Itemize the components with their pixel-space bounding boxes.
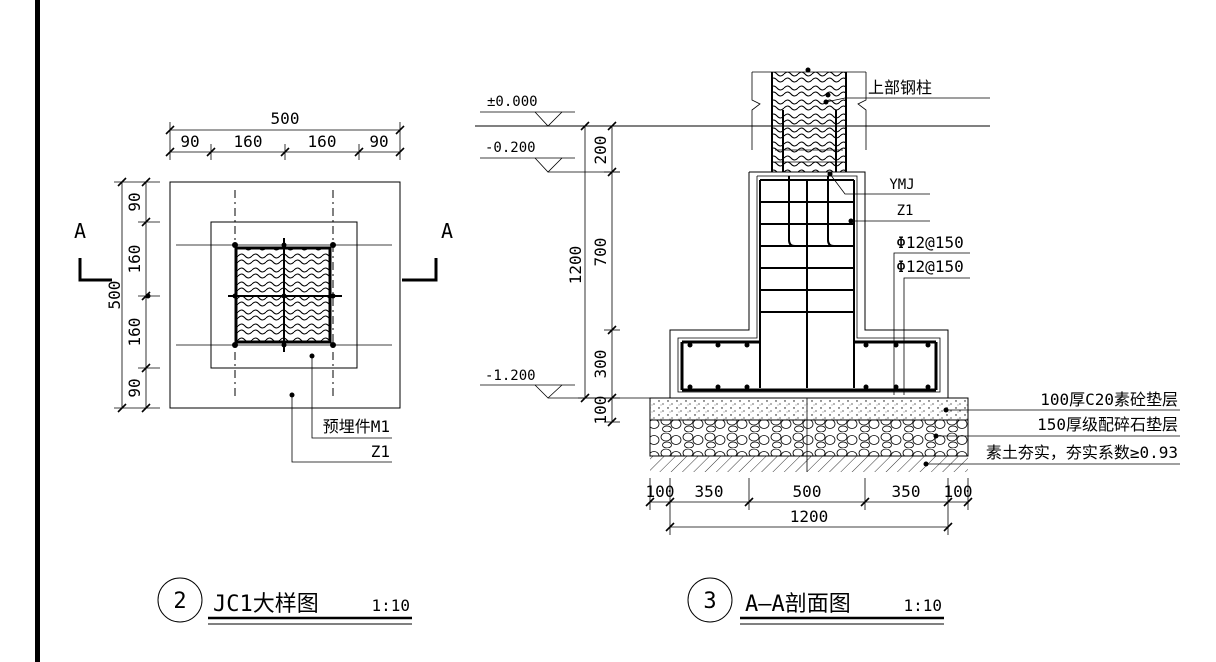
dim-bottom-seg: 100 <box>646 482 675 501</box>
callout-column: Z1 <box>371 442 390 461</box>
dim-left-seg: 160 <box>125 245 144 274</box>
title-circle <box>687 577 733 623</box>
elevation-mark: -1.200 <box>485 368 536 384</box>
dim-vertical-seg: 200 <box>591 136 610 165</box>
dim-vertical-seg: 700 <box>591 238 610 267</box>
callout-upper-column: 上部钢柱 <box>868 78 932 97</box>
callout-soil: 素土夯实，夯实系数≥0.93 <box>986 443 1178 462</box>
sheet-border <box>35 0 40 662</box>
callout-cushion-concrete: 100厚C20素砼垫层 <box>1040 390 1178 409</box>
dim-bottom-seg: 350 <box>892 482 921 501</box>
dim-left-seg: 90 <box>125 192 144 211</box>
dim-bottom-seg: 100 <box>944 482 973 501</box>
section-mark-left: A <box>74 219 86 243</box>
dim-vertical-total: 1200 <box>566 246 585 285</box>
elevation-mark: ±0.000 <box>487 94 538 110</box>
section-aa: ±0.000 -0.200 -1.200 1200 200 700 300 <box>475 67 1180 625</box>
title-scale: 1:10 <box>903 596 942 615</box>
dim-top-seg: 160 <box>234 132 263 151</box>
dim-left-seg: 90 <box>125 378 144 397</box>
jc1-plan: 500 90 160 160 90 500 90 160 160 90 <box>74 109 453 625</box>
dim-vertical-seg: 300 <box>591 350 610 379</box>
title-circle <box>157 577 203 623</box>
title-scale: 1:10 <box>371 596 410 615</box>
dim-top-total: 500 <box>271 109 300 128</box>
dim-top-seg: 90 <box>369 132 388 151</box>
section-mark-right: A <box>441 219 453 243</box>
elevation-mark: -0.200 <box>485 140 536 156</box>
dim-left-seg: 160 <box>125 318 144 347</box>
dim-vertical-seg: 100 <box>591 396 610 425</box>
callout-z1: Z1 <box>897 203 914 219</box>
dim-bottom-seg: 350 <box>695 482 724 501</box>
gravel-cushion <box>649 419 969 457</box>
callout-rebar: Φ12@150 <box>896 257 963 276</box>
dim-top-seg: 90 <box>180 132 199 151</box>
title-name: JC1大样图 <box>213 592 319 617</box>
concrete-cushion <box>649 397 969 421</box>
callout-embed: 预埋件M1 <box>323 417 390 436</box>
dim-left-total: 500 <box>105 281 124 310</box>
dim-bottom-seg: 500 <box>793 482 822 501</box>
callout-rebar: Φ12@150 <box>896 233 963 252</box>
title-number: 3 <box>703 589 716 614</box>
title-number: 2 <box>173 589 186 614</box>
dim-bottom-total: 1200 <box>790 507 829 526</box>
callout-cushion-gravel: 150厚级配碎石垫层 <box>1037 415 1178 434</box>
compacted-soil <box>650 456 968 472</box>
callout-ymj: YMJ <box>889 177 914 193</box>
title-name: A—A剖面图 <box>745 592 851 617</box>
dim-top-seg: 160 <box>308 132 337 151</box>
